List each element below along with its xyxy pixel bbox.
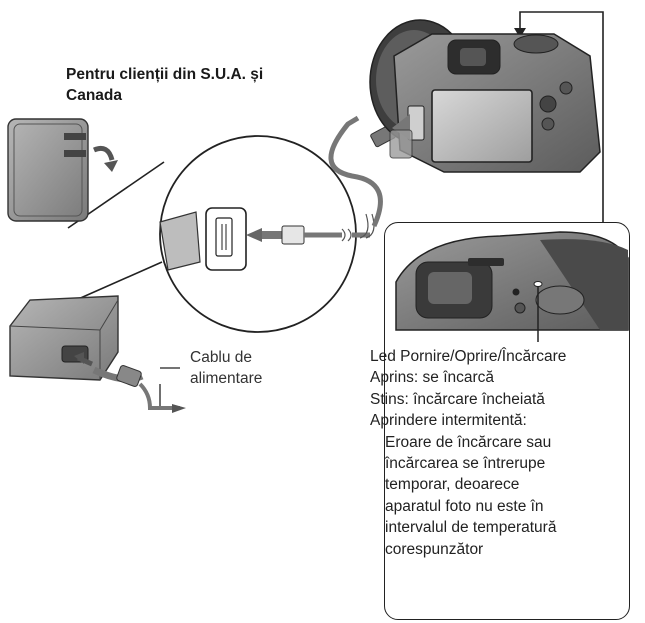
led-blinking-state: Aprindere intermitentă: [370, 412, 527, 430]
led-blinking-detail-2: încărcarea se întrerupe [385, 455, 546, 473]
wall-adapter-us [7, 118, 118, 222]
power-cable-label-line2: alimentare [190, 370, 263, 387]
power-cable-label: Cablu de alimentare [190, 347, 262, 389]
usb-port-closeup [159, 207, 247, 271]
camera-closeup [395, 231, 629, 342]
region-title: Pentru clienții din S.U.A. și Canada [66, 66, 264, 104]
led-heading: Led Pornire/Oprire/Încărcare [370, 348, 567, 365]
led-blinking-detail-3: temporar, deoarece [385, 476, 520, 494]
flow-connector-line [514, 11, 604, 222]
usb-cable [246, 115, 396, 245]
led-blinking-detail-5: intervalul de temperatură [385, 519, 557, 537]
camera-top [369, 19, 601, 173]
led-blinking-detail-4: aparatul foto nu este în [385, 497, 544, 515]
led-info-text: Led Pornire/Oprire/Încărcare Aprins: se … [370, 346, 642, 560]
led-blinking-detail-6: corespunzător [385, 540, 484, 558]
led-blinking-detail-1: Eroare de încărcare sau [385, 433, 552, 451]
ac-adapter [9, 295, 119, 381]
power-cord [74, 352, 186, 413]
led-off-state: Stins: încărcare încheiată [370, 390, 545, 408]
power-cable-label-line1: Cablu de [190, 349, 253, 366]
led-on-state: Aprins: se încarcă [370, 369, 495, 387]
